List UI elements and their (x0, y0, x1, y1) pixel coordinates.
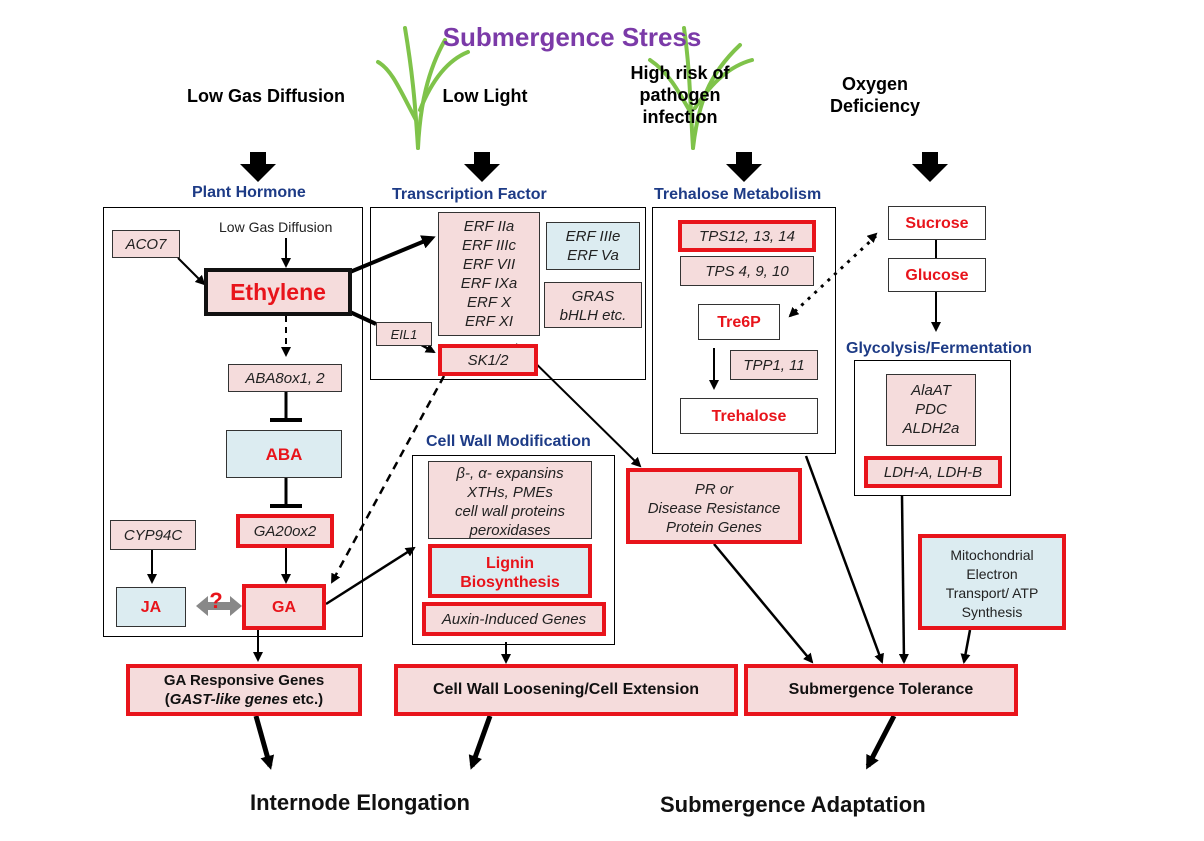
ga-box: GA (242, 584, 326, 630)
ga-responsive-title: GA Responsive Genes (163, 672, 325, 689)
rice-plant-icon-right (648, 26, 754, 150)
lignin-box: Lignin Biosynthesis (428, 544, 592, 598)
stress-low-light: Low Light (442, 86, 528, 106)
submergence-tolerance-box: Submergence Tolerance (744, 664, 1018, 716)
aba-box: ABA (226, 430, 342, 478)
auxin-box: Auxin-Induced Genes (422, 602, 606, 636)
diagram-title: Submergence Stress (442, 22, 702, 52)
sk12-box: SK1/2 (438, 344, 538, 376)
stress-arrows (240, 152, 948, 182)
ga-responsive-genes-box: GA Responsive Genes (GAST-like genes etc… (126, 664, 362, 716)
ja-box: JA (116, 587, 186, 627)
internode-elongation-label: Internode Elongation (250, 790, 470, 815)
tps12-box: TPS12, 13, 14 (678, 220, 816, 252)
question-mark-icon: ? (209, 588, 223, 613)
ga-responsive-subtitle: (GAST-like genes etc.) (164, 691, 324, 708)
aba8ox-box: ABA8ox1, 2 (228, 364, 342, 392)
erf-blue-box: ERF IIIe ERF Va (546, 222, 640, 270)
stress-low-gas: Low Gas Diffusion (186, 86, 345, 106)
trehalose-box: Trehalose (680, 398, 818, 434)
stress-pathogen: High risk of pathogen infection (630, 63, 730, 127)
cyp94c-box: CYP94C (110, 520, 196, 550)
panel-trehalose (652, 207, 836, 454)
expansins-box: β-, α- expansins XTHs, PMEs cell wall pr… (428, 461, 592, 539)
header-trehalose-metabolism: Trehalose Metabolism (654, 186, 822, 203)
sucrose-box: Sucrose (888, 206, 986, 240)
header-transcription-factor: Transcription Factor (392, 186, 547, 203)
panel-plant-hormone (103, 207, 363, 637)
gras-box: GRAS bHLH etc. (544, 282, 642, 328)
ldh-box: LDH-A, LDH-B (864, 456, 1002, 488)
header-plant-hormone: Plant Hormone (192, 184, 306, 201)
submergence-adaptation-label: Submergence Adaptation (660, 792, 926, 817)
ethylene-box: Ethylene (204, 268, 352, 316)
aco7-box: ACO7 (112, 230, 180, 258)
pr-genes-box: PR or Disease Resistance Protein Genes (626, 468, 802, 544)
panel-cell-wall (412, 455, 615, 645)
panel-glycolysis (854, 360, 1011, 496)
tre6p-box: Tre6P (698, 304, 780, 340)
stress-oxygen: Oxygen Deficiency (829, 74, 921, 116)
low-gas-inner-label: Low Gas Diffusion (219, 219, 333, 235)
header-glycolysis: Glycolysis/Fermentation (846, 340, 1032, 357)
glycolysis-genes-box: AlaAT PDC ALDH2a (886, 374, 976, 446)
ga20ox-box: GA20ox2 (236, 514, 334, 548)
tps4-box: TPS 4, 9, 10 (680, 256, 814, 286)
cell-wall-loosening-box: Cell Wall Loosening/Cell Extension (394, 664, 738, 716)
header-cell-wall: Cell Wall Modification (426, 433, 591, 450)
erf-group-box: ERF IIa ERF IIIc ERF VII ERF IXa ERF X E… (438, 212, 540, 336)
eil1-box: EIL1 (376, 322, 432, 346)
glucose-box: Glucose (888, 258, 986, 292)
mitochondrial-box: Mitochondrial Electron Transport/ ATP Sy… (918, 534, 1066, 630)
rice-plant-icon-left (376, 26, 470, 150)
ja-ga-double-arrow (196, 596, 242, 616)
tpp-box: TPP1, 11 (730, 350, 818, 380)
panel-transcription-factor (370, 207, 646, 380)
